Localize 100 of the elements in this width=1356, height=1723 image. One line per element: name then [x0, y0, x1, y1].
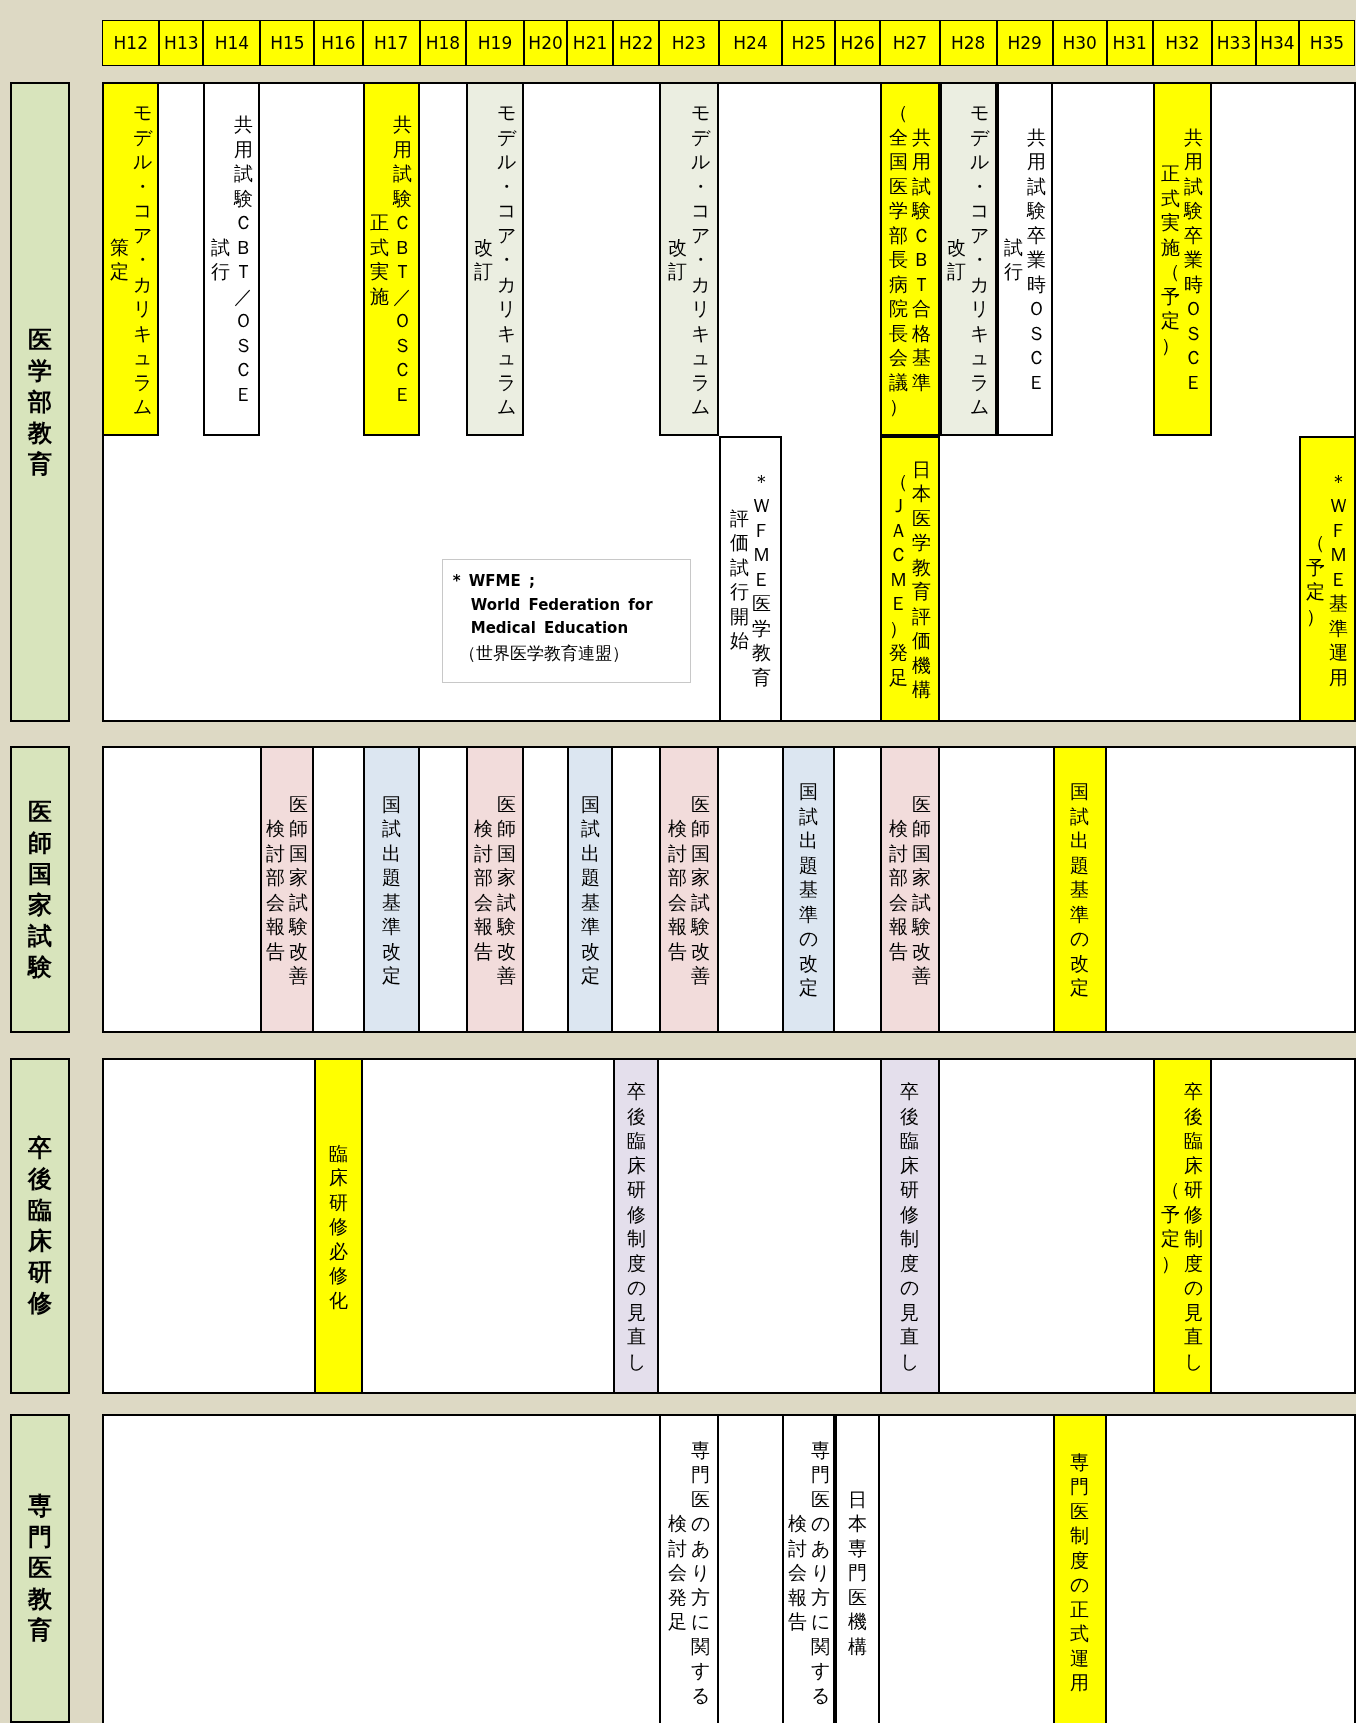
year-cell: H23 — [659, 19, 719, 66]
section-title: 専門医教育 — [26, 1491, 54, 1647]
event-text: 検討会発足 — [667, 1511, 688, 1634]
event-text: 卒後臨床研修制度の見直し — [625, 1079, 647, 1374]
event-text: 医師国家試験改善 — [496, 791, 517, 988]
event-text: 検討部会報告 — [473, 816, 494, 963]
event-text: 試行 — [209, 234, 231, 284]
event-text: 医師国家試験改善 — [910, 791, 932, 988]
year-cell: H30 — [1052, 19, 1107, 66]
event-text: 共用試験卒業時ＯＳＣＥ — [1025, 124, 1047, 395]
event-bar — [659, 84, 719, 437]
event-text: ＊ＷＦＭＥ基準運用 — [1328, 468, 1350, 690]
year-cell: H25 — [782, 19, 836, 66]
event-text: 試行 — [1002, 234, 1024, 284]
event-bar — [465, 748, 525, 1031]
section-panel — [102, 746, 1356, 1033]
event-bar — [104, 84, 160, 437]
event-bar — [314, 1060, 363, 1393]
event-text: 改訂 — [667, 234, 688, 284]
event-text: 策定 — [108, 234, 130, 284]
event-text: 卒後臨床研修制度の見直し — [1183, 1079, 1205, 1374]
year-cell: H13 — [159, 19, 204, 66]
event-text: 医師国家試験改善 — [288, 791, 310, 988]
event-bar — [880, 436, 940, 720]
event-text: 日本専門医機構 — [847, 1486, 869, 1659]
year-cell: H15 — [260, 19, 315, 66]
year-cell: H24 — [718, 19, 783, 66]
event-bar — [782, 748, 836, 1031]
year-cell: H17 — [362, 19, 420, 66]
event-bar — [1152, 84, 1212, 437]
section-title: 医学部教育 — [26, 324, 54, 480]
event-text: モデル・コア・カリキュラム — [689, 100, 711, 419]
event-text: 検討部会報告 — [265, 816, 287, 963]
event-bar — [880, 1060, 940, 1393]
event-bar — [835, 1416, 881, 1723]
event-text: モデル・コア・カリキュラム — [969, 100, 990, 419]
year-cell: H33 — [1212, 19, 1256, 66]
event-bar — [465, 84, 525, 437]
event-bar — [1052, 1416, 1107, 1723]
event-bar — [362, 748, 420, 1031]
event-text: 卒後臨床研修制度の見直し — [899, 1079, 921, 1374]
event-text: 正式実施（予定） — [1160, 161, 1182, 358]
event-bar — [880, 748, 940, 1031]
event-text: （予定） — [1305, 530, 1327, 629]
event-bar — [659, 1416, 719, 1723]
event-bar — [203, 84, 261, 437]
year-cell: H20 — [524, 19, 567, 66]
section-label — [9, 82, 71, 722]
section-label — [9, 746, 71, 1033]
event-text: 検討会報告 — [786, 1511, 808, 1634]
event-text: モデル・コア・カリキュラム — [131, 100, 153, 419]
event-bar — [1052, 748, 1107, 1031]
section-panel — [102, 1058, 1356, 1395]
event-text: （ＪＡＣＭＥ）発足 — [887, 468, 909, 690]
year-cell: H31 — [1106, 19, 1153, 66]
section-title: 卒後臨床研修 — [26, 1133, 54, 1320]
note-text: * WFME ; — [452, 571, 536, 593]
year-cell: H28 — [939, 19, 997, 66]
year-cell: H16 — [314, 19, 363, 66]
event-bar — [1152, 1060, 1212, 1393]
event-text: 日本医学教育評価機構 — [910, 456, 932, 702]
event-text: 専門医制度の正式運用 — [1069, 1449, 1091, 1695]
section-panel — [102, 82, 1356, 722]
event-text: ＊ＷＦＭＥ医学教育 — [751, 468, 773, 690]
event-text: 共用試験ＣＢＴ合格基準 — [910, 124, 932, 395]
year-cell: H22 — [613, 19, 660, 66]
event-bar — [782, 1416, 836, 1723]
event-text: 検討部会報告 — [667, 816, 688, 963]
event-text: 国試出題基準改定 — [380, 791, 402, 988]
event-bar — [659, 748, 719, 1031]
note-text: （世界医学教育連盟） — [457, 642, 630, 666]
event-text: 共用試験ＣＢＴ／ＯＳＣＥ — [232, 112, 254, 407]
event-text: 国試出題基準改定 — [579, 791, 601, 988]
year-cell: H18 — [419, 19, 466, 66]
note-text: World Federation for Medical Education — [469, 594, 654, 639]
note-box — [441, 559, 692, 684]
event-bar — [939, 84, 997, 437]
section-panel — [102, 1414, 1356, 1723]
event-bar — [996, 84, 1053, 437]
year-cell: H12 — [102, 19, 160, 66]
event-bar — [613, 1060, 660, 1393]
section-title: 医師国家試験 — [26, 796, 54, 983]
event-text: 共用試験ＣＢＴ／ＯＳＣＥ — [392, 112, 414, 407]
year-cell: H19 — [465, 19, 525, 66]
event-text: 国試出題基準の改定 — [1069, 779, 1091, 1000]
event-text: 改訂 — [946, 234, 968, 284]
year-cell: H14 — [203, 19, 261, 66]
event-text: 正式実施 — [369, 210, 391, 309]
section-label — [9, 1414, 71, 1723]
year-cell: H34 — [1256, 19, 1299, 66]
year-cell: H32 — [1152, 19, 1213, 66]
section-label — [9, 1058, 71, 1395]
event-bar — [260, 748, 315, 1031]
event-text: 評価試行開始 — [728, 505, 750, 653]
event-bar — [567, 748, 614, 1031]
event-text: 臨床研修必修化 — [328, 1140, 349, 1313]
event-text: 国試出題基準の改定 — [798, 779, 820, 1000]
year-cell: H27 — [880, 19, 940, 66]
event-bar — [880, 84, 940, 437]
event-text: モデル・コア・カリキュラム — [496, 100, 517, 419]
